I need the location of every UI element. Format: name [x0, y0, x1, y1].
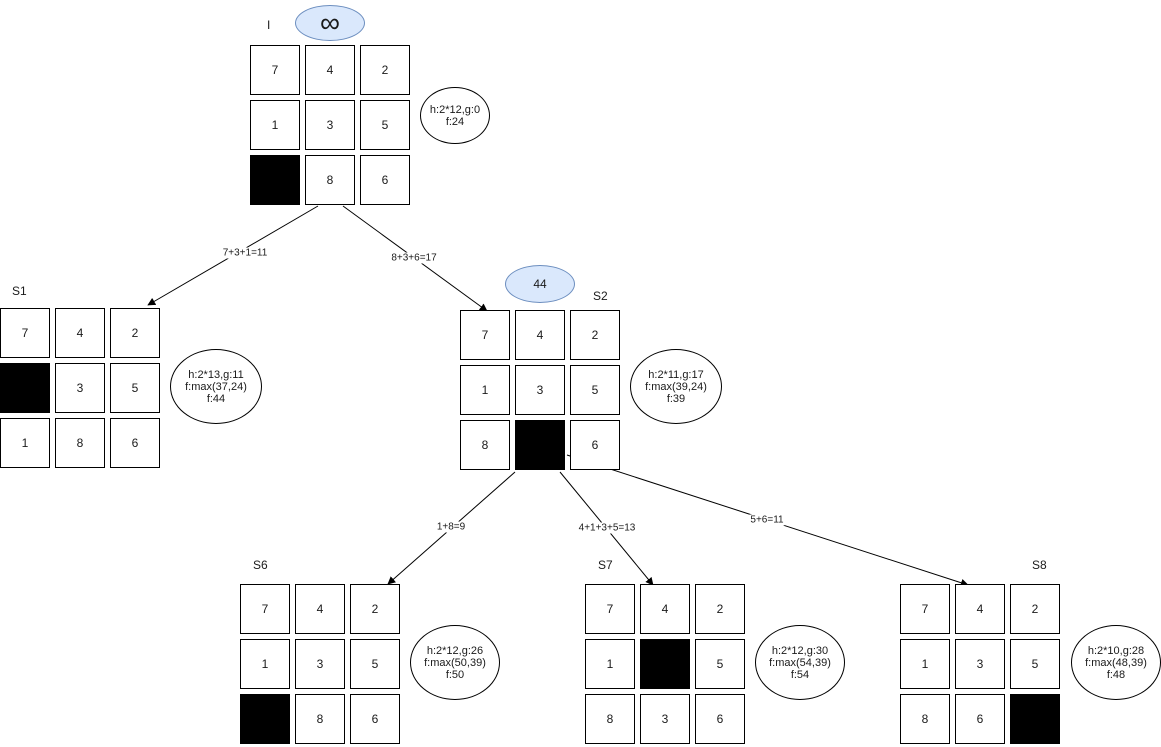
s1-cost-line: f:max(37,24)	[185, 380, 247, 393]
s6-tile: 8	[295, 694, 345, 744]
i-cost-line: h:2*12,g:0	[429, 103, 481, 116]
s1-tile: 4	[55, 308, 105, 358]
i-tile: 8	[305, 155, 355, 205]
s7-cost-line: f:max(54,39)	[769, 656, 831, 669]
edge-cost-label: 5+6=11	[749, 514, 785, 526]
s2-cost-line: h:2*11,g:17	[648, 368, 704, 381]
i-cost-line: f:24	[445, 115, 465, 128]
s6-tile: 5	[350, 639, 400, 689]
s1-tile: 6	[110, 418, 160, 468]
edge-cost-label: 1+8=9	[435, 521, 467, 533]
s7-tile: 7	[585, 584, 635, 634]
s6-tile: 2	[350, 584, 400, 634]
s2-tile: 4	[515, 310, 565, 360]
i-bound-badge: ∞	[295, 5, 365, 41]
i-tile: 3	[305, 100, 355, 150]
s2-tile: 1	[460, 365, 510, 415]
edge-cost-label: 8+3+6=17	[390, 252, 438, 264]
s2-cost-line: f:max(39,24)	[645, 380, 707, 393]
s2-node-label: S2	[593, 289, 608, 303]
s1-tile: 8	[55, 418, 105, 468]
s7-tile: 8	[585, 694, 635, 744]
s2-tile: 5	[570, 365, 620, 415]
s1-node-label: S1	[12, 284, 27, 298]
i-tile: 7	[250, 45, 300, 95]
s7-blank-tile	[640, 639, 690, 689]
s7-tile: 6	[695, 694, 745, 744]
s2-tile: 7	[460, 310, 510, 360]
s7-cost-line: f:54	[790, 668, 810, 681]
s7-tile: 2	[695, 584, 745, 634]
i-tile: 4	[305, 45, 355, 95]
s7-cost-line: h:2*12,g:30	[771, 644, 829, 657]
s8-tile: 4	[955, 584, 1005, 634]
s8-tile: 1	[900, 639, 950, 689]
s7-tile: 1	[585, 639, 635, 689]
s2-tile: 6	[570, 420, 620, 470]
s2-tile: 2	[570, 310, 620, 360]
s2-tile: 8	[460, 420, 510, 470]
s7-tile: 4	[640, 584, 690, 634]
i-tile: 1	[250, 100, 300, 150]
s2-cost-line: f:39	[666, 392, 686, 405]
s1-tile: 1	[0, 418, 50, 468]
edge-cost-label: 4+1+3+5=13	[577, 522, 637, 534]
i-blank-tile	[250, 155, 300, 205]
s1-tile: 3	[55, 363, 105, 413]
s1-cost-line: f:44	[206, 392, 226, 405]
s1-tile: 5	[110, 363, 160, 413]
s8-tile: 6	[955, 694, 1005, 744]
s7-tile: 5	[695, 639, 745, 689]
s8-node-label: S8	[1032, 558, 1047, 572]
i-tile: 2	[360, 45, 410, 95]
s6-tile: 3	[295, 639, 345, 689]
s1-tile: 2	[110, 308, 160, 358]
s6-cost-line: f:max(50,39)	[424, 656, 486, 669]
s6-cost-line: h:2*12,g:26	[426, 644, 484, 657]
s7-tile: 3	[640, 694, 690, 744]
i-tile: 5	[360, 100, 410, 150]
s2-bound-badge: 44	[505, 265, 575, 303]
s1-cost-line: h:2*13,g:11	[188, 368, 244, 381]
s8-tile: 2	[1010, 584, 1060, 634]
i-node-label: I	[267, 18, 271, 32]
s8-cost-line: f:48	[1106, 668, 1126, 681]
s6-tile: 4	[295, 584, 345, 634]
s8-tile: 5	[1010, 639, 1060, 689]
s6-blank-tile	[240, 694, 290, 744]
s8-blank-tile	[1010, 694, 1060, 744]
s6-tile: 7	[240, 584, 290, 634]
s8-tile: 7	[900, 584, 950, 634]
s8-cost-line: h:2*10,g:28	[1087, 644, 1145, 657]
s1-tile: 7	[0, 308, 50, 358]
s8-cost-line: f:max(48,39)	[1085, 656, 1147, 669]
edge-cost-label: 7+3+1=11	[221, 247, 269, 259]
s6-cost-line: f:50	[445, 668, 465, 681]
i-tile: 6	[360, 155, 410, 205]
s6-tile: 6	[350, 694, 400, 744]
s2-blank-tile	[515, 420, 565, 470]
s2-tile: 3	[515, 365, 565, 415]
s8-tile: 8	[900, 694, 950, 744]
s6-node-label: S6	[253, 558, 268, 572]
s1-blank-tile	[0, 363, 50, 413]
s7-node-label: S7	[598, 558, 613, 572]
s8-tile: 3	[955, 639, 1005, 689]
s6-tile: 1	[240, 639, 290, 689]
